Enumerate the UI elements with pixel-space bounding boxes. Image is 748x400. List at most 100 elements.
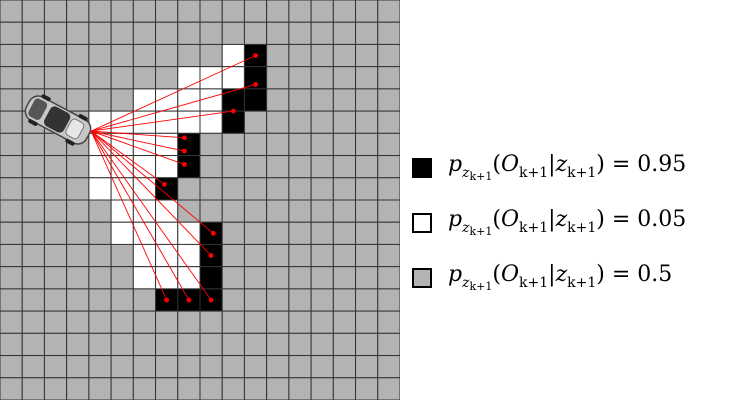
beam-hit-point bbox=[208, 253, 214, 258]
grid-cell-unknown bbox=[21, 221, 45, 245]
grid-cell-unknown bbox=[21, 155, 45, 179]
grid-cell-occupied bbox=[177, 132, 201, 157]
legend-value-free: 0.05 bbox=[637, 207, 687, 232]
grid-cell-unknown bbox=[310, 132, 334, 157]
car-icon bbox=[24, 94, 92, 146]
grid-cell-unknown bbox=[110, 243, 134, 268]
grid-cell-unknown bbox=[0, 243, 23, 268]
grid-cell-unknown bbox=[288, 177, 312, 201]
grid-cell-occupied bbox=[221, 88, 245, 112]
grid-cell-unknown bbox=[21, 177, 45, 201]
grid-cell-unknown bbox=[266, 177, 290, 201]
grid-cell-occupied bbox=[243, 88, 268, 112]
grid-cell-unknown bbox=[243, 332, 268, 357]
grid-cell-unknown bbox=[43, 355, 68, 379]
grid-cell-unknown bbox=[377, 88, 400, 112]
grid-cell-unknown bbox=[243, 377, 268, 400]
lidar-beam bbox=[90, 130, 212, 301]
grid-cell-unknown bbox=[177, 21, 201, 45]
grid-cell-unknown bbox=[310, 377, 334, 400]
grid-cell-unknown bbox=[332, 0, 357, 23]
grid-cell-unknown bbox=[199, 21, 223, 45]
grid-cell-unknown bbox=[332, 110, 357, 134]
grid-cell-unknown bbox=[0, 43, 23, 68]
grid-cell-unknown bbox=[43, 243, 68, 268]
grid-cell-free bbox=[132, 243, 157, 268]
grid-cell-free bbox=[110, 132, 134, 157]
lidar-beam bbox=[91, 110, 234, 132]
lidar-beam bbox=[90, 130, 190, 301]
grid-cell-unknown bbox=[377, 199, 400, 223]
grid-cell-unknown bbox=[155, 310, 179, 334]
grid-cell-unknown bbox=[221, 177, 245, 201]
grid-cell-unknown bbox=[88, 355, 112, 379]
grid-cell-unknown bbox=[66, 66, 90, 90]
grid-cell-free bbox=[132, 155, 157, 179]
grid-cell-unknown bbox=[221, 355, 245, 379]
grid-cell-unknown bbox=[21, 310, 45, 334]
beam-hit-point bbox=[182, 148, 187, 154]
beam-hit-point bbox=[186, 297, 192, 303]
grid-cell-unknown bbox=[288, 88, 312, 112]
grid-cell-unknown bbox=[377, 288, 400, 312]
grid-cell-unknown bbox=[177, 332, 201, 357]
grid-cell-unknown bbox=[88, 66, 112, 90]
grid-cell-unknown bbox=[266, 243, 290, 268]
grid-cell-free bbox=[110, 221, 134, 245]
grid-cell-free bbox=[155, 199, 179, 223]
occupancy-grid-map bbox=[0, 0, 400, 400]
grid-cell-unknown bbox=[377, 177, 400, 201]
grid-cell-free bbox=[155, 110, 179, 134]
grid-cell-unknown bbox=[266, 155, 290, 179]
grid-cell-unknown bbox=[310, 243, 334, 268]
grid-cell-unknown bbox=[332, 221, 357, 245]
grid-cell-unknown bbox=[43, 221, 68, 245]
grid-cell-unknown bbox=[43, 21, 68, 45]
grid-cell-unknown bbox=[221, 243, 245, 268]
grid-cell-unknown bbox=[0, 199, 23, 223]
grid-cell-unknown bbox=[288, 355, 312, 379]
grid-cell-unknown bbox=[310, 288, 334, 312]
grid-cell-unknown bbox=[66, 221, 90, 245]
grid-cell-unknown bbox=[288, 199, 312, 223]
grid-cell-free bbox=[177, 88, 201, 112]
grid-cell-unknown bbox=[66, 243, 90, 268]
grid-cell-unknown bbox=[221, 199, 245, 223]
legend-swatch-occupied bbox=[412, 158, 432, 178]
grid-cell-unknown bbox=[243, 288, 268, 312]
grid-cell-unknown bbox=[288, 21, 312, 45]
grid-cell-unknown bbox=[288, 132, 312, 157]
grid-cell-unknown bbox=[221, 155, 245, 179]
grid-cell-unknown bbox=[288, 110, 312, 134]
grid-cell-unknown bbox=[66, 21, 90, 45]
lidar-beam bbox=[90, 55, 256, 132]
grid-cell-unknown bbox=[355, 43, 379, 68]
beam-hit-point bbox=[182, 162, 187, 167]
lidar-beam bbox=[91, 130, 185, 152]
grid-cell-unknown bbox=[377, 377, 400, 400]
grid-cell-unknown bbox=[88, 43, 112, 68]
grid-cell-unknown bbox=[0, 310, 23, 334]
grid-cell-unknown bbox=[288, 288, 312, 312]
grid-cell-unknown bbox=[310, 43, 334, 68]
grid-cell-free bbox=[177, 243, 201, 268]
grid-cell-unknown bbox=[88, 243, 112, 268]
grid-cell-unknown bbox=[355, 377, 379, 400]
grid-cell-unknown bbox=[310, 110, 334, 134]
grid-cell-unknown bbox=[355, 310, 379, 334]
grid-cell-unknown bbox=[199, 355, 223, 379]
grid-cell-unknown bbox=[288, 0, 312, 23]
grid-cell-free bbox=[155, 266, 179, 290]
grid-cell-unknown bbox=[110, 288, 134, 312]
grid-cell-unknown bbox=[21, 66, 45, 90]
grid-cell-unknown bbox=[43, 43, 68, 68]
grid-cell-unknown bbox=[288, 332, 312, 357]
grid-cell-free bbox=[177, 266, 201, 290]
grid-cell-unknown bbox=[155, 0, 179, 23]
grid-cell-unknown bbox=[110, 21, 134, 45]
grid-cell-unknown bbox=[221, 132, 245, 157]
grid-cell-free bbox=[199, 88, 223, 112]
grid-cell-unknown bbox=[88, 332, 112, 357]
grid-cell-unknown bbox=[266, 332, 290, 357]
beam-hit-point bbox=[162, 182, 167, 187]
